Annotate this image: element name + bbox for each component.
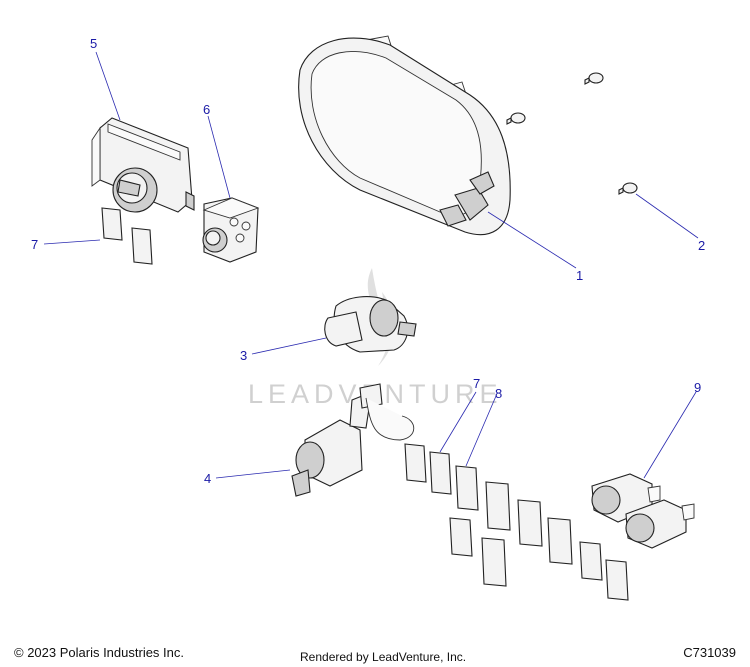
copyright-text: © 2023 Polaris Industries Inc.	[14, 645, 184, 660]
part-instrument-cluster[interactable]	[298, 35, 511, 236]
leader-5	[95, 51, 121, 121]
callout-7-right: 7	[473, 376, 480, 391]
screw-middle[interactable]	[506, 112, 526, 125]
part-screws[interactable]	[506, 72, 638, 195]
leader-lines	[43, 51, 699, 479]
part-switch-with-connector[interactable]	[291, 383, 415, 497]
callout-2: 2	[698, 238, 705, 253]
callout-6: 6	[203, 102, 210, 117]
leader-6	[207, 115, 231, 199]
part-ignition-switch[interactable]	[324, 296, 417, 353]
part-small-switch-module[interactable]	[202, 197, 260, 263]
leader-7-left	[43, 239, 101, 245]
part-switch-caps-grid[interactable]	[404, 443, 629, 601]
leader-1	[487, 211, 577, 269]
screw-top[interactable]	[584, 72, 604, 85]
callout-9: 9	[694, 380, 701, 395]
leader-3	[251, 337, 327, 355]
callout-5: 5	[90, 36, 97, 51]
leader-7-right	[439, 391, 477, 453]
rendered-by-text: Rendered by LeadVenture, Inc.	[300, 650, 467, 664]
screw-right[interactable]	[618, 182, 638, 195]
part-rotary-switch-module[interactable]	[91, 117, 195, 213]
part-power-outlets[interactable]	[591, 473, 695, 549]
callout-3: 3	[240, 348, 247, 363]
callout-labels: 5 6 7 1 2 3 4 7 8 9	[31, 36, 705, 486]
callout-7-left: 7	[31, 237, 38, 252]
leader-9	[643, 391, 697, 479]
callout-8: 8	[495, 386, 502, 401]
callout-4: 4	[204, 471, 211, 486]
part-switch-caps-left[interactable]	[101, 207, 153, 265]
leader-2	[635, 193, 699, 239]
power-outlet-lower[interactable]	[625, 499, 695, 549]
leader-8	[465, 395, 497, 467]
callout-1: 1	[576, 268, 583, 283]
leader-4	[215, 469, 291, 479]
diagram-code: C731039	[683, 645, 736, 660]
